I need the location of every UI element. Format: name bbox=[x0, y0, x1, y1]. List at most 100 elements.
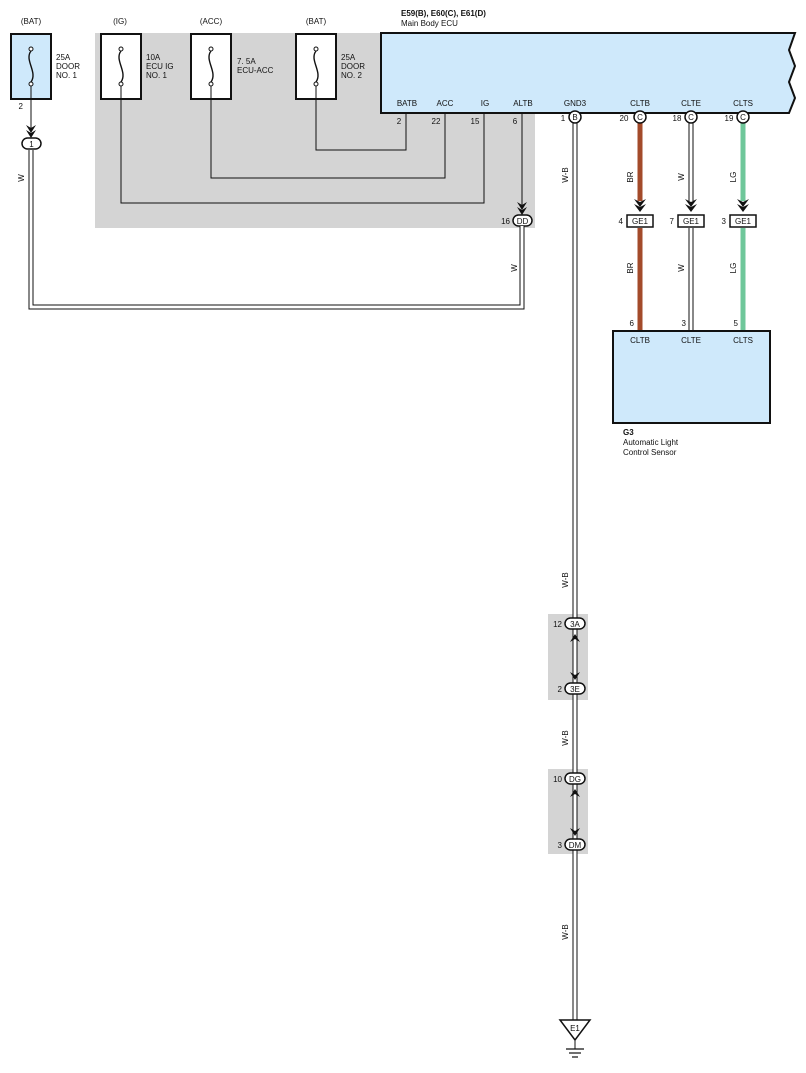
connector-pin: 4 bbox=[619, 217, 624, 226]
connector-label: DD bbox=[517, 217, 529, 226]
connector-pin: 3 bbox=[722, 217, 727, 226]
connector-pin: 3 bbox=[558, 841, 563, 850]
ground-label: E1 bbox=[570, 1024, 580, 1033]
fuse-name-line2: NO. 1 bbox=[56, 71, 77, 80]
ecu-terminal-name: CLTB bbox=[630, 99, 650, 108]
fuse-element-icon bbox=[28, 46, 34, 87]
arrow-dd-icon bbox=[517, 202, 527, 215]
internal-wires bbox=[120, 86, 523, 206]
pin-clts: C bbox=[736, 110, 750, 124]
sensor-pin: 3 bbox=[682, 319, 687, 328]
main-body-ecu: E59(B), E60(C), E61(D) Main Body ECU BAT… bbox=[380, 9, 797, 126]
connector-label: DM bbox=[569, 841, 582, 850]
fuse-rating: 7. 5A bbox=[237, 57, 256, 66]
ecu-terminal-name: ACC bbox=[437, 99, 454, 108]
connector-dg: DG 10 bbox=[553, 772, 586, 785]
connector-ge1-4: GE1 4 bbox=[619, 214, 654, 228]
connector-pin: 7 bbox=[670, 217, 675, 226]
sensor-code: G3 bbox=[623, 428, 634, 437]
ecu-pin: 15 bbox=[471, 117, 480, 126]
connector-3a: 3A 12 bbox=[553, 617, 586, 630]
connector-label: GE1 bbox=[735, 217, 752, 226]
fuse-rating: 25A bbox=[56, 53, 71, 62]
ecu-pin: 18 bbox=[673, 114, 682, 123]
fuse-door-no1: (BAT) 25A DOOR NO. 1 2 bbox=[10, 17, 80, 111]
ecu-name: Main Body ECU bbox=[401, 19, 458, 28]
ecu-terminal-name: CLTE bbox=[681, 99, 701, 108]
wire-color-label: W bbox=[677, 264, 686, 272]
connector-letter: C bbox=[688, 113, 694, 122]
wire-w-loop bbox=[28, 150, 525, 310]
connector-label: 1 bbox=[29, 140, 34, 149]
wire-color-label: W-B bbox=[561, 572, 570, 587]
connector-label: 3A bbox=[570, 620, 580, 629]
ecu-terminal-name: GND3 bbox=[564, 99, 587, 108]
connector-ge1-7: GE1 7 bbox=[670, 214, 705, 228]
fuse-pin: 2 bbox=[19, 102, 24, 111]
connector-label: GE1 bbox=[632, 217, 649, 226]
fuse-name-line1: DOOR bbox=[56, 62, 80, 71]
fuse-name-line2: NO. 2 bbox=[341, 71, 362, 80]
pin-gnd3: B bbox=[568, 110, 582, 124]
ecu-terminal-name: BATB bbox=[397, 99, 417, 108]
connector-label: GE1 bbox=[683, 217, 700, 226]
arrow-down-icon bbox=[570, 672, 580, 680]
ecu-pin: 1 bbox=[561, 114, 566, 123]
connector-dm: DM 3 bbox=[558, 838, 586, 851]
fuse-rating: 10A bbox=[146, 53, 161, 62]
wire-acc bbox=[210, 86, 446, 179]
arrow-up-icon bbox=[570, 789, 580, 797]
ecu-pin: 2 bbox=[397, 117, 402, 126]
ecu-pin: 19 bbox=[725, 114, 734, 123]
wire-color-label: BR bbox=[626, 262, 635, 273]
wire-color-label: LG bbox=[729, 172, 738, 183]
arrow-down-icon bbox=[26, 125, 36, 138]
sensor-pin: 5 bbox=[734, 319, 739, 328]
connector-ge1-3: GE1 3 bbox=[722, 214, 757, 228]
ecu-pin: 20 bbox=[620, 114, 629, 123]
fuse-source-label: (ACC) bbox=[200, 17, 223, 26]
fuse-source-label: (BAT) bbox=[21, 17, 42, 26]
connector-1: 1 bbox=[21, 137, 42, 150]
ecu-pin: 6 bbox=[513, 117, 518, 126]
wire-color-label: W-B bbox=[561, 924, 570, 939]
connector-letter: C bbox=[637, 113, 643, 122]
wire-ig bbox=[120, 86, 485, 204]
connector-letter: C bbox=[740, 113, 746, 122]
arrow-up-icon bbox=[570, 634, 580, 642]
wire-color-label: BR bbox=[626, 171, 635, 182]
fuse-rating: 25A bbox=[341, 53, 356, 62]
sensor-terminal-name: CLTS bbox=[733, 336, 753, 345]
connector-pin: 2 bbox=[558, 685, 563, 694]
wire-color-label: W bbox=[677, 173, 686, 181]
fuse-name-line1: ECU IG bbox=[146, 62, 174, 71]
ecu-terminal-name: ALTB bbox=[513, 99, 532, 108]
fuse-ecu-acc: (ACC) 7. 5A ECU-ACC bbox=[190, 17, 274, 100]
pin-cltb: C bbox=[633, 110, 647, 124]
connector-pin: 16 bbox=[501, 217, 510, 226]
fuse-name-line2: NO. 1 bbox=[146, 71, 167, 80]
wire-batb bbox=[315, 86, 407, 151]
sensor-name-line1: Automatic Light bbox=[623, 438, 679, 447]
fuse-element-icon bbox=[118, 46, 124, 87]
light-control-sensor: CLTB CLTE CLTS G3 Automatic Light Contro… bbox=[612, 330, 771, 457]
ecu-terminal-name: CLTS bbox=[733, 99, 753, 108]
ecu-pin: 22 bbox=[432, 117, 441, 126]
ground-icon: E1 bbox=[558, 1019, 592, 1058]
connector-pin: 10 bbox=[553, 775, 562, 784]
sensor-name-line2: Control Sensor bbox=[623, 448, 677, 457]
fuse-source-label: (IG) bbox=[113, 17, 127, 26]
wire-color-label: LG bbox=[729, 263, 738, 274]
fuse-name-line1: ECU-ACC bbox=[237, 66, 274, 75]
wire-color-label: W-B bbox=[561, 730, 570, 745]
fuse-element-icon bbox=[313, 46, 319, 87]
arrow-ge1-icon bbox=[634, 199, 749, 212]
fuse-ecu-ig-no1: (IG) 10A ECU IG NO. 1 bbox=[100, 17, 174, 100]
fuse-element-icon bbox=[208, 46, 214, 87]
connector-label: 3E bbox=[570, 685, 580, 694]
sensor-terminal-name: CLTE bbox=[681, 336, 701, 345]
fuse-name-line1: DOOR bbox=[341, 62, 365, 71]
wire-color-label: W-B bbox=[561, 167, 570, 182]
connector-label: DG bbox=[569, 775, 581, 784]
